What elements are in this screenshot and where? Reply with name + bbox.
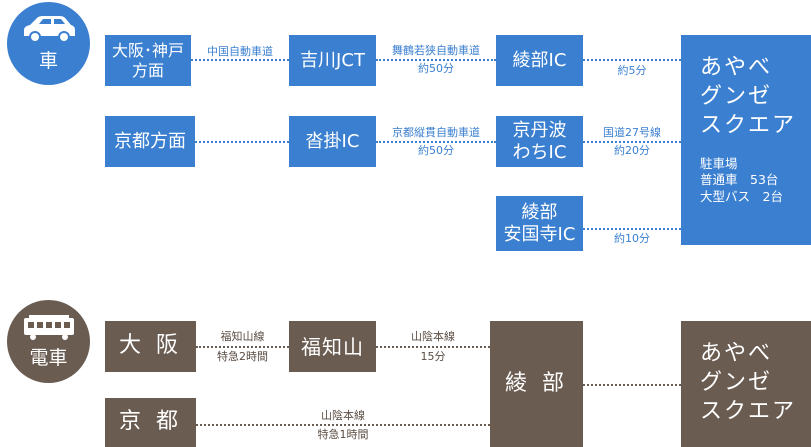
parking-regular: 普通車 53台 (700, 172, 779, 188)
route-label: 舞鶴若狭自動車道 (392, 44, 480, 57)
connector (196, 346, 289, 348)
connector (376, 346, 490, 348)
route-label: 中国自動車道 (207, 45, 273, 58)
connector (583, 228, 681, 230)
destination-title: あやべ グンゼ スクエア (700, 341, 797, 425)
node-yoshikawa-jct: 吉川JCT (289, 35, 376, 86)
node-kyotamba-wachi-ic: 京丹波 わちIC (496, 116, 583, 167)
train-circle: 電車 (7, 300, 90, 383)
connector (376, 141, 496, 143)
train-icon (23, 315, 74, 340)
connector (191, 59, 289, 61)
route-time: 約50分 (418, 144, 454, 157)
route-time: 特急1時間 (317, 428, 369, 441)
node-kutsukake-ic: 沓掛IC (289, 116, 376, 167)
car-label: 車 (38, 50, 58, 72)
car-circle: 車 (7, 2, 90, 85)
destination-train: あやべ グンゼ スクエア (681, 321, 811, 447)
connector (583, 384, 681, 386)
parking-info: 駐車場 普通車 53台 大型バス 2台 (700, 156, 811, 205)
route-label: 福知山線 (220, 330, 265, 343)
route-label: 京都縦貫自動車道 (392, 126, 480, 139)
node-ayabe: 綾 部 (490, 321, 583, 447)
origin-kyoto: 京 都 (105, 398, 196, 447)
train-label: 電車 (29, 347, 68, 369)
route-time: 特急2時間 (217, 350, 268, 363)
route-label: 山陰本線 (321, 409, 365, 422)
parking-bus: 大型バス 2台 (700, 188, 783, 204)
connector (583, 59, 681, 61)
connector (376, 59, 496, 61)
node-ayabe-ic: 綾部IC (496, 35, 583, 86)
origin-osaka-kobe: 大阪･神戸 方面 (105, 35, 191, 86)
connector (195, 141, 289, 143)
origin-kyoto: 京都方面 (105, 116, 195, 167)
node-fukuchiyama: 福知山 (289, 321, 376, 372)
destination-title: あやべ グンゼ スクエア (700, 55, 797, 139)
connector (583, 141, 681, 143)
route-time: 約20分 (614, 144, 650, 157)
connector (196, 424, 490, 426)
route-time: 約10分 (614, 232, 650, 245)
route-time: 約5分 (617, 64, 647, 77)
car-icon (23, 16, 75, 43)
route-time: 約50分 (418, 62, 454, 75)
route-label: 国道27号線 (603, 126, 661, 139)
parking-title: 駐車場 (700, 156, 738, 172)
route-time: 15分 (420, 350, 446, 363)
route-label: 山陰本線 (411, 330, 455, 343)
origin-osaka: 大 阪 (105, 321, 196, 372)
node-ayabe-ankokuji-ic: 綾部 安国寺IC (496, 196, 583, 251)
destination-car: あやべ グンゼ スクエア 駐車場 普通車 53台 大型バス 2台 (681, 35, 811, 245)
